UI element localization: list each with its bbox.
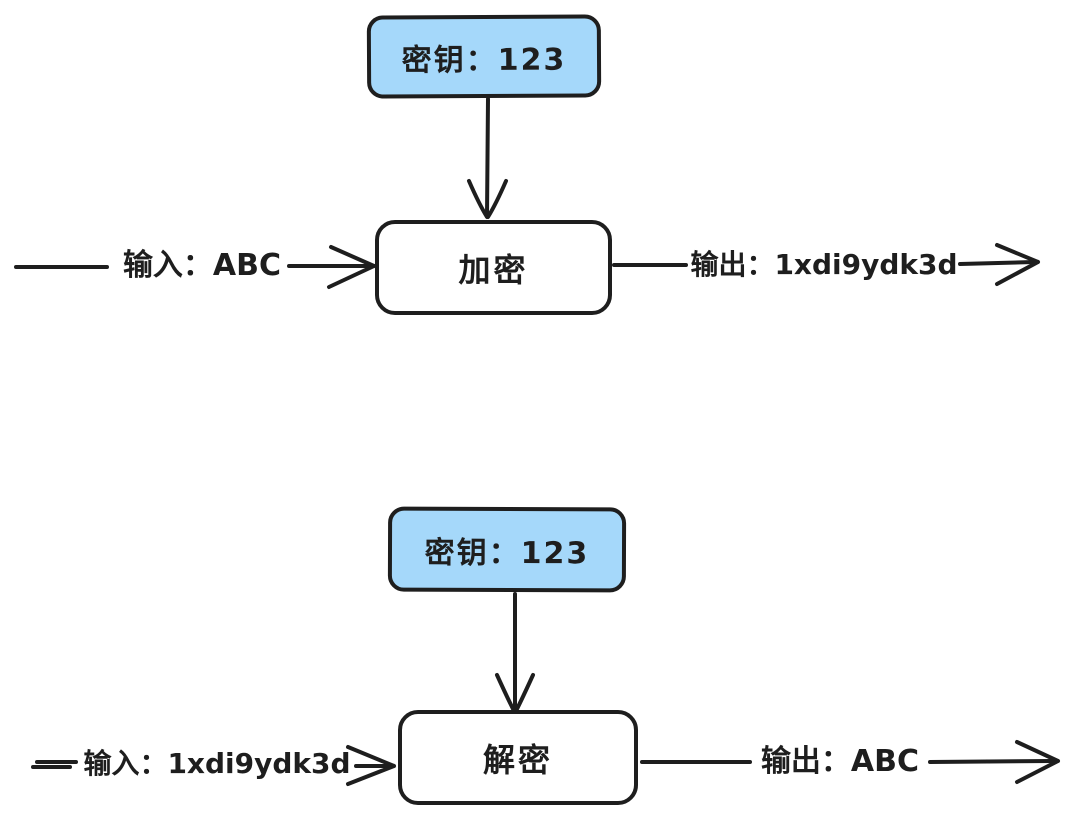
encrypt-key-arrow-line	[485, 97, 490, 218]
decrypt-output-arrow-line	[928, 759, 1054, 764]
decrypt-key-label: 密钥：123	[424, 535, 590, 571]
decrypt-output-arrow-head	[1015, 740, 1060, 784]
decrypt-process-label: 解密	[482, 740, 553, 779]
encrypt-process-label: 加密	[458, 250, 529, 289]
decrypt-process-box: 解密	[398, 710, 638, 805]
encrypt-key-box: 密钥：123	[366, 14, 602, 99]
decrypt-input-arrow-head	[346, 745, 396, 786]
encrypt-key-arrow-head	[467, 179, 508, 219]
encrypt-output-arrow-line	[958, 260, 1036, 266]
encrypt-input-label: 输入：ABC	[122, 248, 282, 283]
encrypt-output-label: 输出：1xdi9ydk3d	[690, 248, 958, 281]
decrypt-key-box: 密钥：123	[387, 506, 627, 593]
encrypt-key-label: 密钥：123	[401, 42, 567, 78]
encrypt-input-arrow-head	[327, 245, 376, 289]
decrypt-input-lead-line	[31, 760, 78, 769]
decrypt-output-label: 输出：ABC	[760, 744, 920, 779]
decrypt-key-arrow-head	[495, 673, 535, 713]
encrypt-process-box: 加密	[375, 220, 612, 315]
decrypt-input-label: 输入：1xdi9ydk3d	[83, 747, 351, 780]
encrypt-output-arrow-head	[995, 243, 1040, 286]
